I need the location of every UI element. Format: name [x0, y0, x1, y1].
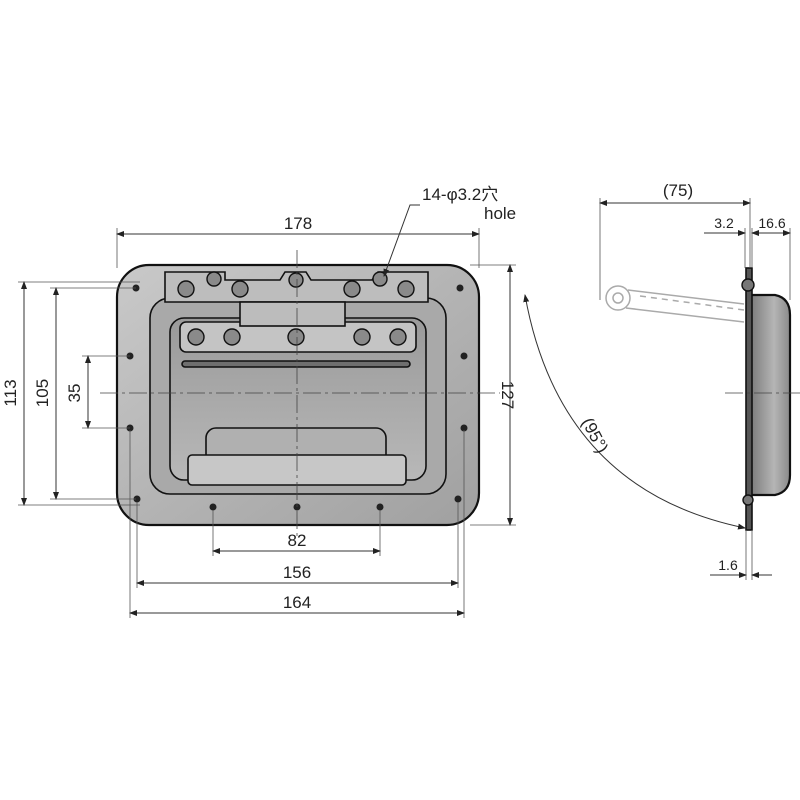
hole-note: 14-φ3.2穴: [422, 185, 498, 204]
dim-127: 127: [498, 381, 517, 409]
rivet: [231, 280, 249, 298]
front-view: [100, 250, 500, 540]
rivet: [397, 280, 415, 298]
rivet: [353, 328, 371, 346]
side-hinge-pin: [742, 494, 754, 506]
dim-178: 178: [284, 214, 312, 233]
dim-3-2: 3.2: [714, 215, 734, 231]
mounting-hole: [454, 495, 462, 503]
rivet: [389, 328, 407, 346]
dim-35: 35: [65, 384, 84, 403]
dim-113: 113: [1, 379, 20, 406]
side-view: (95°): [523, 267, 800, 531]
dim-16-6: 16.6: [758, 215, 785, 231]
rivet: [177, 280, 195, 298]
front-dimensions: 178 14-φ3.2穴 hole 113 105 35 127 82: [1, 185, 517, 618]
side-body: [748, 293, 792, 497]
mounting-hole: [456, 284, 464, 292]
rivet: [206, 271, 222, 287]
rivet: [372, 271, 388, 287]
swing-arc: [523, 294, 746, 530]
rivet: [288, 272, 304, 288]
hole-note-en: hole: [484, 204, 516, 223]
dim-156: 156: [283, 563, 311, 582]
rivets: [177, 271, 415, 346]
mounting-hole: [133, 495, 141, 503]
side-hinge-pin: [741, 278, 755, 292]
side-dimensions: (75) 3.2 16.6 1.6: [599, 181, 791, 580]
handle-plate: [239, 301, 346, 327]
mounting-hole: [376, 503, 384, 511]
dim-164: 164: [283, 593, 311, 612]
handle-slot: [181, 360, 411, 368]
dim-105: 105: [33, 379, 52, 407]
mounting-hole: [209, 503, 217, 511]
side-flange: [745, 267, 753, 531]
dim-95-angle: (95°): [578, 415, 612, 457]
rivet: [343, 280, 361, 298]
rivet: [287, 328, 305, 346]
open-handle-ghost: [605, 285, 745, 323]
dim-1-6: 1.6: [718, 557, 738, 573]
rivet: [187, 328, 205, 346]
mounting-hole: [460, 424, 468, 432]
dim-75: (75): [663, 181, 693, 200]
rivet: [223, 328, 241, 346]
dim-82: 82: [288, 531, 307, 550]
mounting-hole: [460, 352, 468, 360]
